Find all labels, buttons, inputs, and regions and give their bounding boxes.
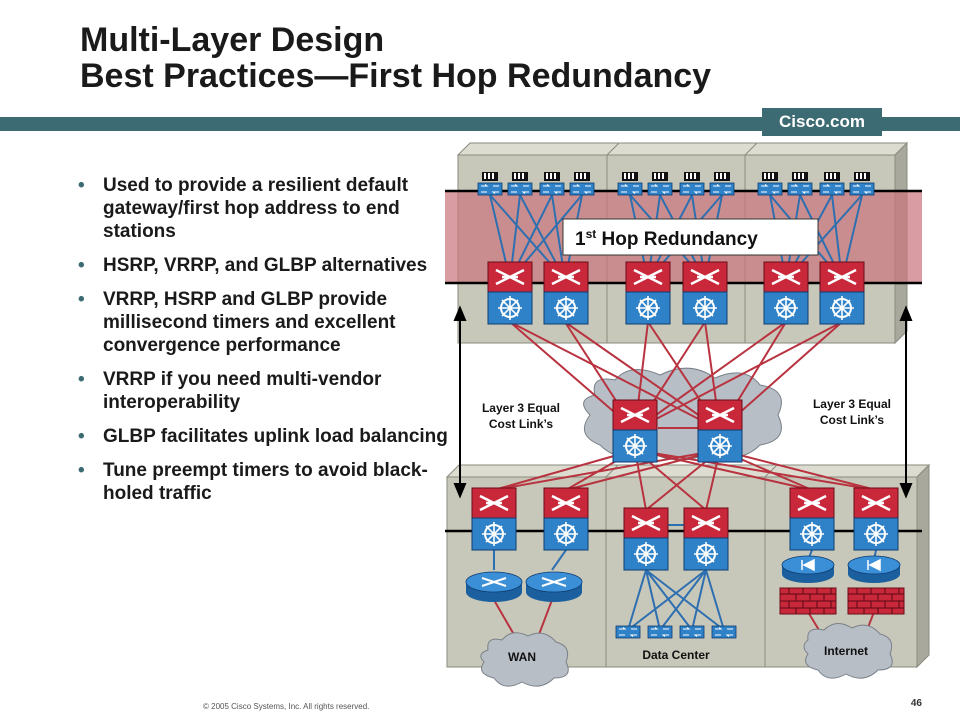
multilayer-switch-icon (696, 398, 744, 464)
access-switch (617, 182, 643, 196)
datacenter-label: Data Center (642, 648, 710, 662)
access-switch (679, 182, 705, 196)
end-station-icon (622, 172, 638, 181)
redundancy-label-number: 1 (575, 229, 586, 250)
pix-firewall-icon (847, 555, 901, 584)
slide-title: Multi-Layer Design Best Practices—First … (80, 22, 711, 94)
bullet-item: GLBP facilitates uplink load balancing (78, 425, 448, 448)
header-banner (0, 117, 960, 131)
access-switch (477, 182, 503, 196)
left-link-label-2: Cost Link’s (489, 417, 554, 431)
access-switch (711, 625, 737, 639)
redundancy-label: 1st Hop Redundancy (575, 227, 758, 250)
multilayer-switch-icon (611, 398, 659, 464)
bullet-item: VRRP if you need multi-vendor interopera… (78, 368, 448, 414)
end-station-icon (824, 172, 840, 181)
redundancy-label-sup: st (586, 227, 597, 241)
multilayer-switch-icon (624, 260, 672, 326)
left-link-label-1: Layer 3 Equal (482, 401, 560, 415)
firewall-icon (847, 587, 905, 615)
access-switch (757, 182, 783, 196)
bullet-item: Used to provide a resilient default gate… (78, 174, 448, 243)
right-link-label-2: Cost Link’s (820, 413, 885, 427)
redundancy-label-box (562, 218, 819, 256)
multilayer-switch-icon (681, 260, 729, 326)
multilayer-switch-icon (486, 260, 534, 326)
end-station-icon (652, 172, 668, 181)
end-station-icon (512, 172, 528, 181)
access-switch (709, 182, 735, 196)
end-station-icon (574, 172, 590, 181)
multilayer-switch-icon (470, 486, 518, 552)
layer3-links (493, 321, 877, 511)
bullet-list: Used to provide a resilient default gate… (78, 174, 448, 516)
access-switch (507, 182, 533, 196)
bullet-item: HSRP, VRRP, and GLBP alternatives (78, 254, 448, 277)
multilayer-switch-icon (788, 486, 836, 552)
right-link-label-1: Layer 3 Equal (813, 397, 891, 411)
access-switch (569, 182, 595, 196)
router-icon (525, 571, 583, 603)
access-switch (849, 182, 875, 196)
copyright-text: © 2005 Cisco Systems, Inc. All rights re… (203, 702, 370, 711)
end-station-icon (544, 172, 560, 181)
title-line-1: Multi-Layer Design (80, 21, 385, 59)
internet-cloud (803, 623, 893, 679)
cisco-logo: Cisco.com (762, 108, 882, 136)
access-switch (539, 182, 565, 196)
title-line-2: Best Practices—First Hop Redundancy (80, 57, 712, 95)
wan-cloud (480, 632, 569, 687)
multilayer-switch-icon (762, 260, 810, 326)
page-number: 46 (910, 698, 922, 709)
multilayer-switch-icon (682, 506, 730, 572)
multilayer-switch-icon (852, 486, 900, 552)
pix-firewall-icon (781, 555, 835, 584)
access-switch (647, 182, 673, 196)
end-station-icon (762, 172, 778, 181)
redundancy-label-text: Hop Redundancy (596, 229, 758, 250)
bullet-item: VRRP, HSRP and GLBP provide millisecond … (78, 288, 448, 357)
multilayer-switch-icon (818, 260, 866, 326)
end-station-icon (714, 172, 730, 181)
bullet-item: Tune preempt timers to avoid black-holed… (78, 459, 448, 505)
firewall-icon (779, 587, 837, 615)
access-switch (647, 625, 673, 639)
multilayer-switch-icon (622, 506, 670, 572)
multilayer-switch-icon (542, 260, 590, 326)
access-switch (615, 625, 641, 639)
access-switch (787, 182, 813, 196)
end-station-icon (792, 172, 808, 181)
layer3-arrows (453, 305, 913, 499)
access-switch (819, 182, 845, 196)
end-station-icon (482, 172, 498, 181)
router-icon (465, 571, 523, 603)
end-station-icon (854, 172, 870, 181)
wan-label: WAN (508, 650, 536, 664)
internet-label: Internet (824, 644, 868, 658)
datacenter-links (493, 524, 877, 631)
access-switch (679, 625, 705, 639)
end-station-icon (684, 172, 700, 181)
multilayer-switch-icon (542, 486, 590, 552)
